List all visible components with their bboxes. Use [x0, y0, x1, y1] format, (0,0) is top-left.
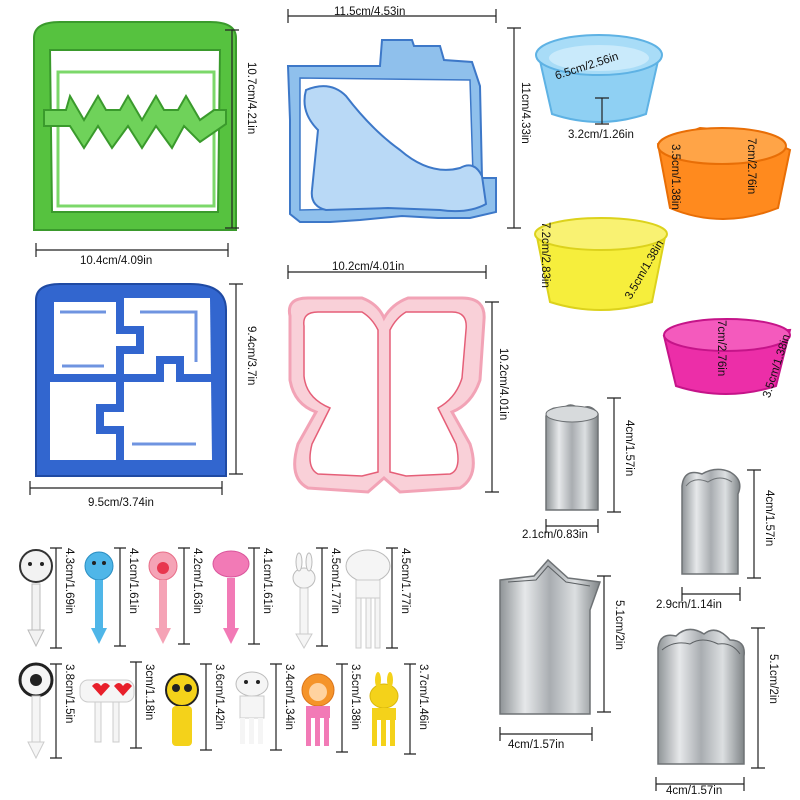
panda-pick — [165, 673, 199, 746]
label-pick-lion: 4.3cm/1.69in — [63, 548, 75, 614]
label-puzzle-height: 9.4cm/3.7in — [245, 326, 257, 386]
rabbit-pick — [292, 552, 316, 650]
label-orange-cup-diameter: 7cm/2.76in — [745, 138, 757, 195]
giraffe-pick — [148, 551, 178, 644]
label-yellow-cup-diameter: 7.2cm/2.83in — [539, 222, 551, 288]
lion-pick — [19, 549, 53, 648]
label-dino-width: 11.5cm/4.53in — [334, 6, 406, 18]
label-blue-cup-height: 3.2cm/1.26in — [568, 129, 634, 141]
label-pick-panda: 3.6cm/1.42in — [213, 664, 225, 730]
small-flower-steel-cutter — [545, 404, 599, 511]
label-butterfly-height: 10.2cm/4.01in — [497, 348, 509, 421]
elephant-fork-pick — [345, 549, 391, 649]
big-flower-steel-cutter — [657, 628, 745, 765]
blue-silicone-cup — [535, 34, 663, 123]
label-star-width: 4cm/1.57in — [508, 739, 565, 751]
label-orange-cup-height: 3.5cm/1.38in — [669, 144, 681, 210]
label-heart-width: 2.9cm/1.14in — [656, 599, 722, 611]
label-pick-giraffe: 4.2cm/1.63in — [191, 548, 203, 614]
label-pick-hearts: 3cm/1.18in — [143, 664, 155, 721]
star-steel-cutter — [499, 558, 602, 715]
label-pink-cup-diameter: 7cm/2.76in — [715, 320, 727, 377]
yellow-silicone-cup — [534, 217, 668, 311]
lion-fork-pick — [301, 673, 335, 746]
orange-silicone-cup — [656, 126, 792, 220]
food-picks-row-1 — [19, 549, 391, 650]
label-star-height: 5.1cm/2in — [613, 600, 625, 650]
elephant-pick — [212, 550, 250, 644]
label-pick-frog: 3.4cm/1.34in — [283, 664, 295, 730]
label-pick-lion-fork: 3.5cm/1.38in — [349, 664, 361, 730]
blue-dinosaur-cutter — [286, 39, 497, 223]
food-picks-row-2 — [18, 662, 399, 760]
label-green-width: 10.4cm/4.09in — [80, 255, 153, 267]
label-heart-height: 4cm/1.57in — [763, 490, 775, 547]
eye-pick — [18, 662, 54, 760]
pink-silicone-cup — [662, 318, 792, 395]
label-big-flower-height: 5.1cm/2in — [767, 654, 779, 704]
label-green-height: 10.7cm/4.21in — [245, 62, 257, 135]
frog-pick — [235, 671, 269, 744]
deer-pick — [369, 672, 399, 746]
pink-butterfly-cutter — [287, 296, 486, 494]
green-crown-cutter — [33, 21, 237, 231]
blue-puzzle-cutter — [35, 283, 227, 477]
dimension-lines — [29, 9, 765, 791]
label-dino-height: 11cm/4.33in — [519, 82, 531, 144]
label-pick-elephant-fork: 4.5cm/1.77in — [399, 548, 411, 614]
label-pick-rabbit: 4.5cm/1.77in — [329, 548, 341, 614]
label-small-flower-width: 2.1cm/0.83in — [522, 529, 588, 541]
label-butterfly-width: 10.2cm/4.01in — [332, 261, 405, 273]
label-pick-deer: 3.7cm/1.46in — [417, 664, 429, 730]
label-pick-bear: 4.1cm/1.61in — [127, 548, 139, 614]
label-pick-elephant: 4.1cm/1.61in — [261, 548, 273, 614]
label-pick-eye: 3.8cm/1.5in — [63, 664, 75, 724]
label-big-flower-width: 4cm/1.57in — [666, 785, 723, 797]
bear-pick — [84, 551, 114, 644]
hearts-pick — [79, 679, 135, 743]
label-puzzle-width: 9.5cm/3.74in — [88, 497, 154, 509]
heart-steel-cutter — [681, 468, 741, 575]
label-small-flower-height: 4cm/1.57in — [623, 420, 635, 477]
